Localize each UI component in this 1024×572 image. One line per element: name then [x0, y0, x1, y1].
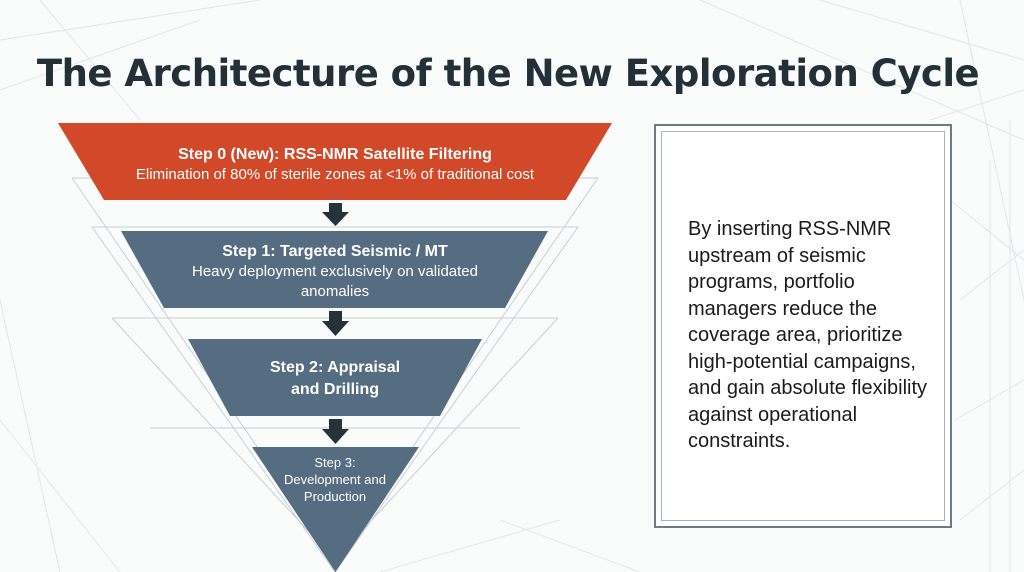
arrow-down-icon: [322, 419, 349, 444]
arrow-down-icon: [322, 311, 349, 336]
callout-box: By inserting RSS-NMR upstream of seismic…: [654, 124, 952, 528]
stage-2-heading: Step 2: Appraisal and Drilling: [269, 359, 401, 398]
funnel-stage-0: [58, 123, 612, 200]
stage-0-text: Step 0 (New): RSS-NMR Satellite Filterin…: [80, 144, 590, 185]
stage-3-heading: Step 3:: [314, 455, 356, 470]
stage-1-heading: Step 1: Targeted Seismic / MT: [222, 243, 448, 260]
stage-3-text: Step 3: Development and Production: [262, 454, 408, 505]
funnel-stage-1: [121, 231, 548, 308]
arrow-down-icon: [322, 203, 349, 226]
callout-text: By inserting RSS-NMR upstream of seismic…: [688, 218, 928, 452]
slide-title: The Architecture of the New Exploration …: [36, 52, 980, 95]
stage-3-description: Development and Production: [284, 472, 386, 504]
stage-1-description: Heavy deployment exclusively on validate…: [192, 263, 478, 300]
funnel-stage-2: [188, 339, 482, 416]
stage-2-text: Step 2: Appraisal and Drilling: [230, 357, 440, 401]
stage-0-description: Elimination of 80% of sterile zones at <…: [135, 166, 535, 183]
callout-inner-border: [661, 131, 945, 521]
stage-1-text: Step 1: Targeted Seismic / MT Heavy depl…: [140, 241, 530, 302]
stage-0-heading: Step 0 (New): RSS-NMR Satellite Filterin…: [178, 146, 492, 163]
funnel-stage-3: [252, 447, 419, 572]
